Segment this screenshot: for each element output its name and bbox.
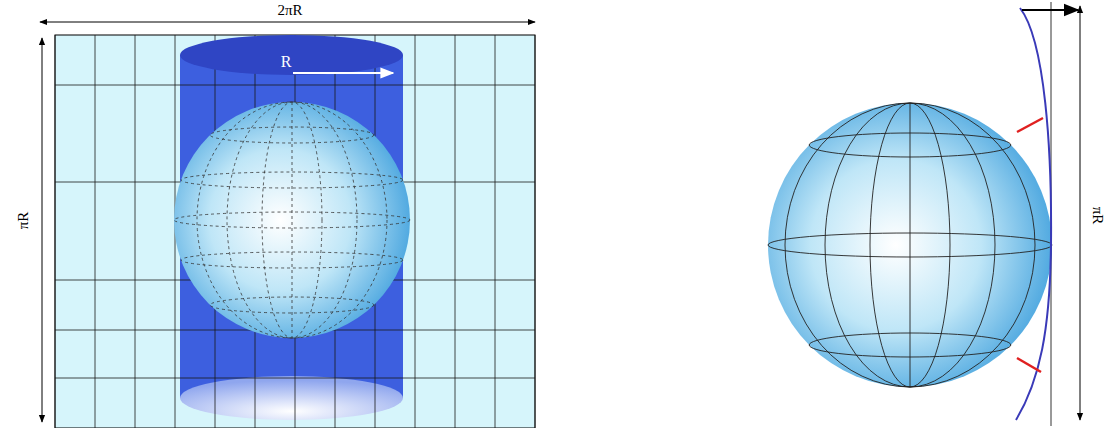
sphere-graticule	[768, 103, 1052, 387]
radius-label: R	[281, 54, 292, 70]
offset-arrow	[1022, 9, 1078, 11]
gap-mark	[1017, 118, 1043, 132]
grid	[55, 35, 535, 428]
dimension-label: πR	[16, 211, 31, 229]
sphere	[174, 102, 410, 338]
cylinder-bottom	[180, 376, 403, 420]
projection-plane	[55, 35, 535, 428]
sphere-graticule	[174, 102, 410, 338]
unrolled-curve	[1016, 8, 1051, 420]
gap-mark	[1017, 358, 1041, 372]
width-arrow	[40, 22, 535, 23]
dimension-label: 2πR	[277, 3, 302, 18]
sphere	[768, 103, 1052, 387]
height-arrow	[42, 38, 43, 422]
radius-arrow	[293, 72, 393, 74]
dimension-label: πR	[1090, 206, 1105, 224]
cylinder-top	[180, 35, 403, 75]
height-arrow	[1080, 6, 1081, 420]
